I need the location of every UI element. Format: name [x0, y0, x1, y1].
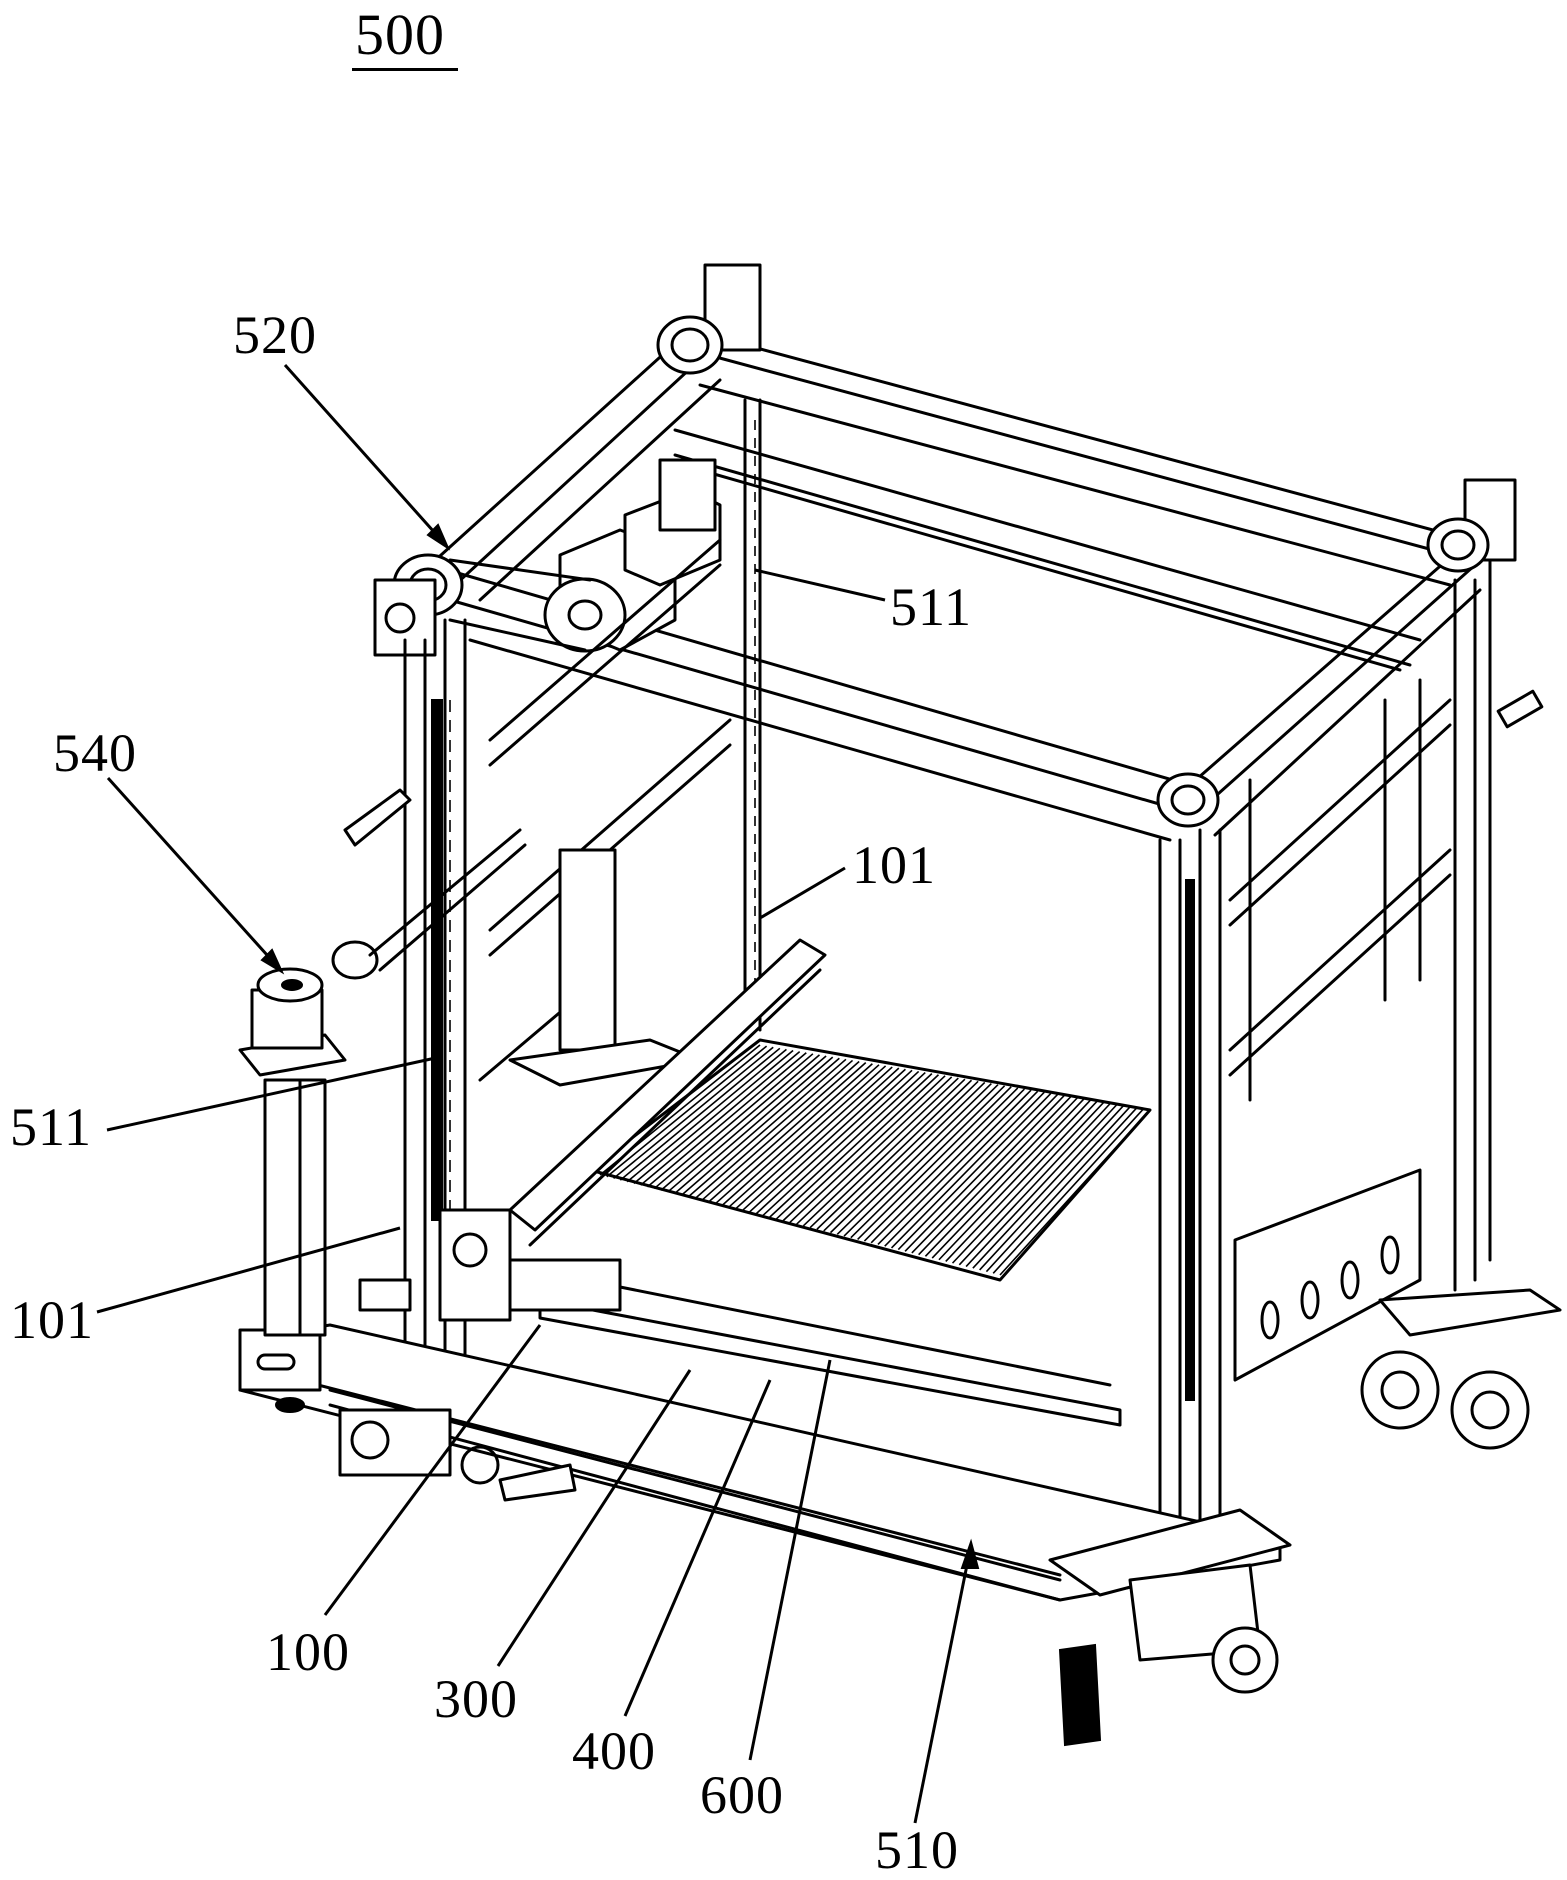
ref-label-511-top: 511: [890, 577, 972, 637]
right-caster-wheels: [1058, 1288, 1562, 1747]
conveyor-slat: [721, 1064, 880, 1207]
conveyor-slat: [728, 1065, 887, 1208]
leader-lines: [96, 364, 980, 1824]
conveyor-slat: [843, 1084, 999, 1237]
ref-label-100: 100: [266, 1622, 350, 1682]
arrowhead-540: [260, 948, 285, 975]
conveyor-bed: [358, 938, 1152, 1427]
base-frame: [238, 1168, 1422, 1602]
conveyor-slat: [857, 1086, 1012, 1240]
conveyor-slat: [789, 1075, 946, 1224]
conveyor-slat: [958, 1102, 1111, 1266]
figure-number: 500: [355, 2, 445, 67]
conveyor-slat: [653, 1053, 814, 1190]
conveyor-slat: [735, 1066, 893, 1210]
conveyor-slat: [890, 1091, 1045, 1249]
conveyor-slat: [667, 1055, 827, 1193]
ref-label-300: 300: [434, 1669, 518, 1729]
leader-520: [283, 364, 445, 543]
conveyor-slat: [884, 1090, 1039, 1247]
leader-300: [496, 1369, 692, 1667]
conveyor-slat: [613, 1046, 774, 1180]
ref-label-520: 520: [233, 305, 317, 365]
conveyor-slat: [829, 1081, 986, 1234]
conveyor-slat: [992, 1108, 1144, 1274]
conveyor-slat: [775, 1073, 933, 1220]
conveyor-slat: [931, 1098, 1085, 1259]
conveyor-slat: [999, 1109, 1151, 1276]
top-drive-motor: [448, 458, 722, 653]
ref-label-600: 600: [700, 1765, 784, 1825]
conveyor-slat: [836, 1082, 992, 1235]
conveyor-slat: [768, 1071, 926, 1218]
conveyor-slat: [850, 1085, 1006, 1239]
figure-number-underline: [352, 68, 458, 71]
leader-510: [913, 1549, 972, 1824]
leader-511-left: [106, 1055, 441, 1132]
conveyor-slat: [633, 1049, 794, 1185]
conveyor-slat: [707, 1062, 867, 1203]
conveyor-slat: [870, 1088, 1025, 1244]
conveyor-slat: [748, 1068, 906, 1213]
ref-label-510: 510: [875, 1820, 959, 1880]
conveyor-slat: [701, 1060, 860, 1202]
conveyor-slat: [741, 1067, 900, 1212]
top-frame: [373, 263, 1517, 842]
leader-511-top: [754, 568, 886, 602]
arrowhead-520: [426, 523, 451, 551]
conveyor-slat: [938, 1099, 1092, 1261]
conveyor-slat: [606, 1045, 768, 1178]
vertical-columns: [343, 398, 1544, 1562]
leader-600: [748, 1359, 832, 1761]
arrowhead-510: [960, 1538, 980, 1569]
conveyor-slat: [877, 1089, 1032, 1246]
leader-101-right: [759, 866, 846, 920]
conveyor-slat: [660, 1054, 821, 1191]
ref-label-511-left: 511: [10, 1097, 92, 1157]
conveyor-slat: [619, 1047, 781, 1181]
ref-label-540: 540: [53, 723, 137, 783]
lift-drive-540: [238, 828, 527, 1337]
conveyor-slat: [897, 1092, 1052, 1251]
conveyor-slat: [904, 1094, 1059, 1252]
conveyor-slat: [951, 1101, 1105, 1264]
conveyor-slat: [816, 1079, 973, 1230]
ref-label-101-right: 101: [852, 835, 936, 895]
conveyor-slat: [863, 1087, 1019, 1242]
conveyor-slat: [972, 1105, 1125, 1269]
conveyor-slat: [979, 1106, 1131, 1271]
conveyor-slat: [823, 1080, 979, 1232]
leader-100: [323, 1324, 542, 1616]
conveyor-slat: [640, 1050, 801, 1186]
conveyor-slat: [924, 1097, 1078, 1257]
conveyor-slat: [918, 1096, 1072, 1256]
conveyor-slat: [646, 1052, 807, 1188]
conveyor-slat: [911, 1095, 1065, 1254]
leader-400: [623, 1379, 772, 1717]
conveyor-slat: [694, 1059, 854, 1200]
conveyor-slat: [680, 1057, 840, 1196]
conveyor-slat: [985, 1107, 1138, 1273]
ref-label-101-left: 101: [10, 1290, 94, 1350]
conveyor-slat: [755, 1069, 913, 1215]
leader-101-left: [96, 1226, 401, 1314]
conveyor-slat: [626, 1048, 787, 1183]
ref-label-400: 400: [572, 1721, 656, 1781]
conveyor-slat: [674, 1056, 834, 1195]
conveyor-slat: [809, 1078, 966, 1229]
conveyor-slat: [945, 1100, 1098, 1262]
conveyor-slat: [782, 1074, 940, 1222]
conveyor-slat: [796, 1076, 953, 1225]
conveyor-slat: [965, 1103, 1118, 1268]
conveyor-slat: [762, 1070, 920, 1217]
conveyor-slat: [687, 1058, 847, 1198]
inner-lift-block: [508, 848, 702, 1087]
leader-540: [106, 776, 278, 967]
conveyor-slat: [802, 1077, 959, 1227]
conveyor-slat: [714, 1063, 873, 1205]
